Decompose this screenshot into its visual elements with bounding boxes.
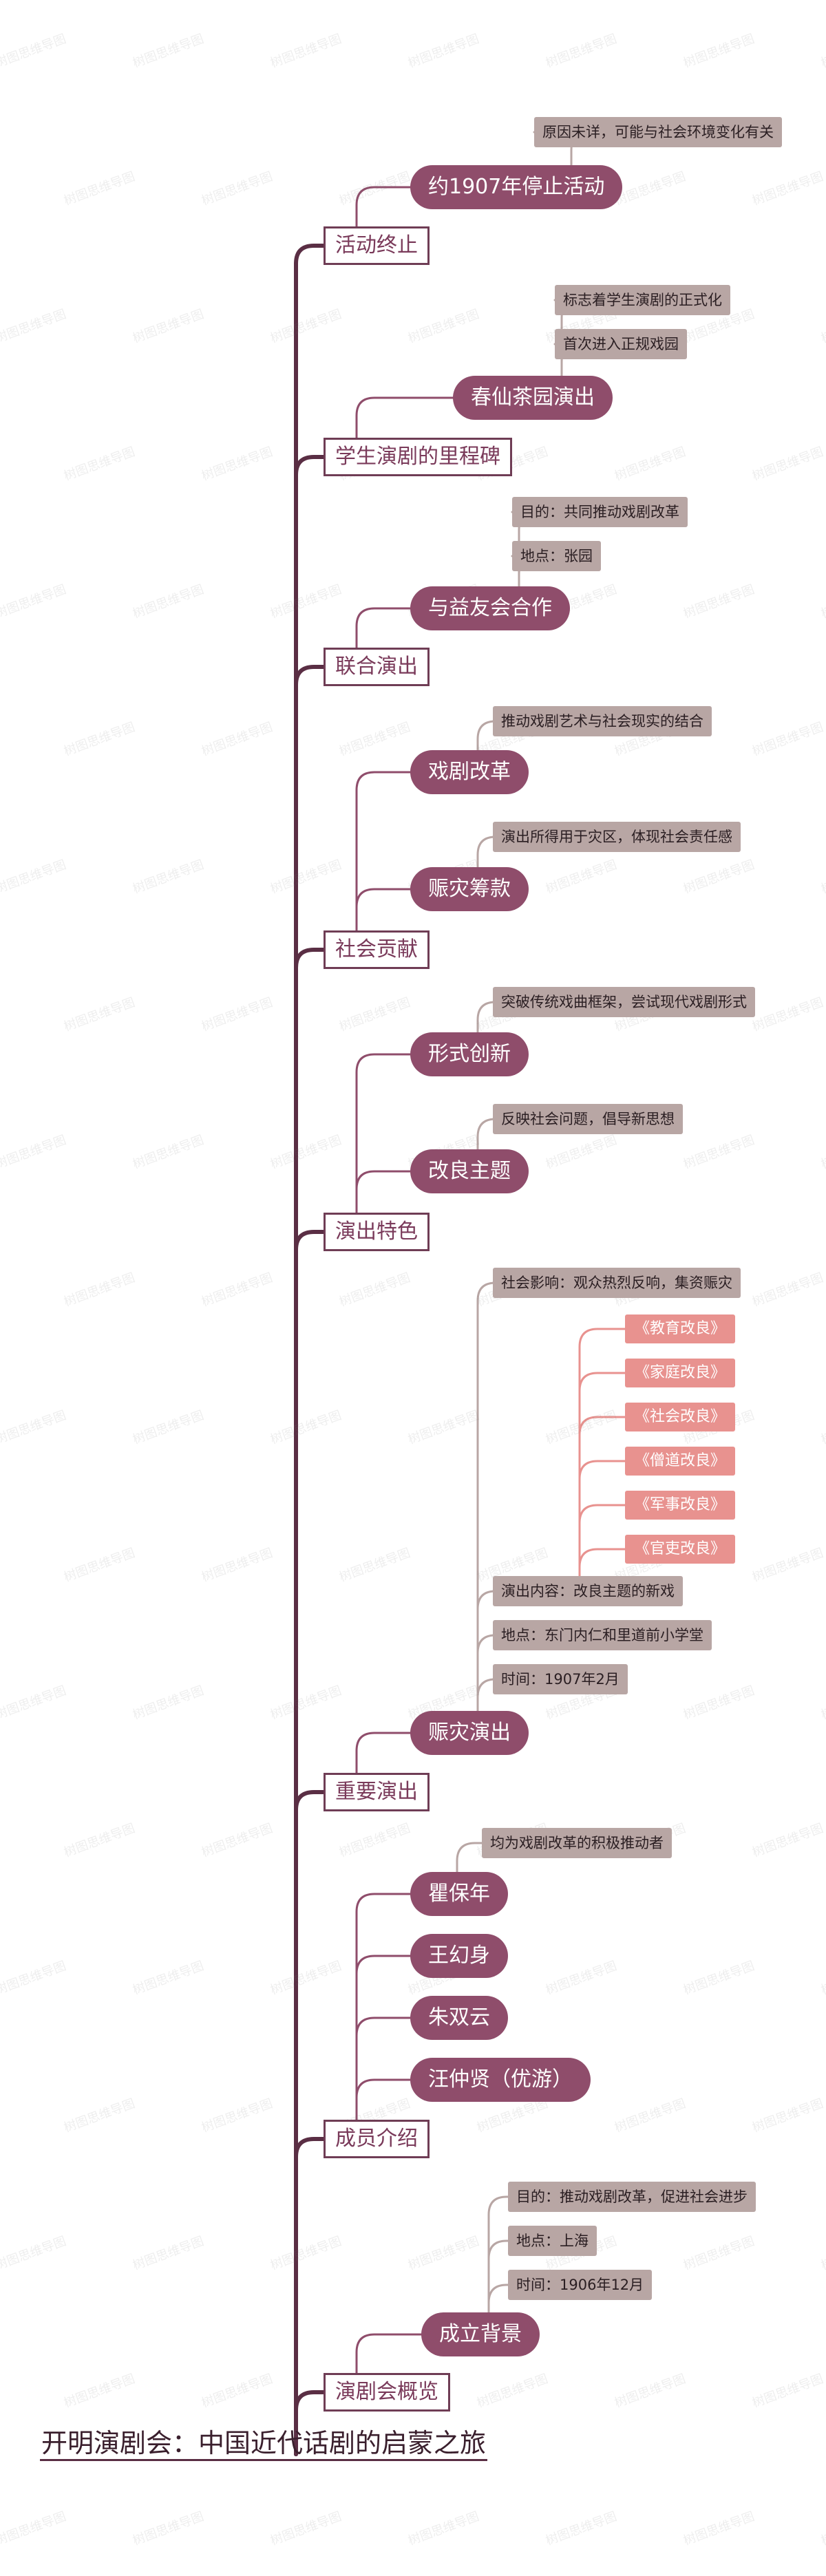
topic-form-innovation[interactable]: 形式创新 xyxy=(410,1032,529,1076)
detail-joint-purpose: 目的：共同推动戏剧改革 xyxy=(512,497,688,527)
detail-founding-location: 地点：上海 xyxy=(508,2226,597,2256)
member-wang-huanshen[interactable]: 王幻身 xyxy=(410,1934,508,1978)
detail-relief-location: 地点：东门内仁和里道前小学堂 xyxy=(493,1620,712,1650)
detail-art-reality: 推动戏剧艺术与社会现实的结合 xyxy=(493,706,712,736)
play-society-reform: 《社会改良》 xyxy=(625,1403,736,1431)
play-link xyxy=(578,1504,626,1577)
trunk-link xyxy=(294,1790,326,2456)
detail-link xyxy=(487,2284,509,2314)
play-official-reform: 《官吏改良》 xyxy=(625,1535,736,1564)
member-wang-zhongxian[interactable]: 汪仲贤（优游） xyxy=(410,2058,591,2102)
trunk-link xyxy=(294,244,326,2456)
branch-link xyxy=(355,1955,413,2121)
topic-yiyou-cooperation[interactable]: 与益友会合作 xyxy=(410,586,570,630)
branch-link xyxy=(355,396,456,439)
branch-link xyxy=(355,186,413,228)
branch-link xyxy=(355,2016,413,2121)
detail-joint-location: 地点：张园 xyxy=(512,541,601,571)
branch-link xyxy=(355,1170,413,1214)
play-education-reform: 《教育改良》 xyxy=(625,1314,736,1343)
branch-link xyxy=(355,1732,413,1774)
branch-student-milestone[interactable]: 学生演剧的里程碑 xyxy=(324,438,512,476)
branch-link xyxy=(355,2333,424,2374)
trunk-link xyxy=(294,2390,326,2456)
topic-reform-theme[interactable]: 改良主题 xyxy=(410,1149,529,1193)
root-title: 开明演剧会：中国近代话剧的启蒙之旅 xyxy=(40,2425,488,2461)
detail-members-promoters: 均为戏剧改革的积极推动者 xyxy=(482,1828,672,1858)
topic-stop-1907[interactable]: 约1907年停止活动 xyxy=(410,165,623,209)
detail-formalization: 标志着学生演剧的正式化 xyxy=(555,285,730,315)
branch-social-contribution[interactable]: 社会贡献 xyxy=(324,930,430,969)
branch-performance-features[interactable]: 演出特色 xyxy=(324,1213,430,1251)
trunk-link xyxy=(294,1230,326,2456)
topic-founding-background[interactable]: 成立背景 xyxy=(421,2312,540,2356)
trunk-link xyxy=(294,948,326,2456)
play-link xyxy=(578,1548,626,1577)
play-family-reform: 《家庭改良》 xyxy=(625,1359,736,1387)
play-link xyxy=(578,1328,626,1577)
branch-link xyxy=(355,607,413,649)
play-link xyxy=(578,1416,626,1577)
topic-chunxian-performance[interactable]: 春仙茶园演出 xyxy=(453,376,613,420)
trunk-link xyxy=(294,2137,326,2456)
branch-link xyxy=(355,1893,413,2121)
trunk-link xyxy=(294,455,326,2456)
branch-link xyxy=(355,2078,413,2121)
branch-link xyxy=(355,771,413,932)
detail-link xyxy=(487,2195,509,2314)
trunk-link xyxy=(294,665,326,2456)
branch-major-performance[interactable]: 重要演出 xyxy=(324,1773,430,1811)
detail-relief-time: 时间：1907年2月 xyxy=(493,1664,628,1694)
detail-founding-purpose: 目的：推动戏剧改革，促进社会进步 xyxy=(508,2182,756,2212)
detail-link xyxy=(456,1842,483,1873)
member-qu-baonian[interactable]: 瞿保年 xyxy=(410,1872,508,1916)
play-link xyxy=(578,1460,626,1577)
play-clergy-reform: 《僧道改良》 xyxy=(625,1447,736,1476)
detail-founding-time: 时间：1906年12月 xyxy=(508,2270,653,2300)
detail-social-issues: 反映社会问题，倡导新思想 xyxy=(493,1104,683,1134)
topic-relief-performance[interactable]: 赈灾演出 xyxy=(410,1711,529,1755)
detail-first-theater: 首次进入正规戏园 xyxy=(555,329,687,359)
branch-activity-end[interactable]: 活动终止 xyxy=(324,226,430,265)
detail-performance-content: 演出内容：改良主题的新戏 xyxy=(493,1576,683,1606)
play-link xyxy=(578,1372,626,1577)
branch-overview[interactable]: 演剧会概览 xyxy=(324,2373,450,2412)
branch-joint-performance[interactable]: 联合演出 xyxy=(324,648,430,686)
detail-link xyxy=(487,2239,509,2314)
detail-disaster-funds: 演出所得用于灾区，体现社会责任感 xyxy=(493,822,741,852)
detail-stop-reason: 原因未详，可能与社会环境变化有关 xyxy=(534,117,782,147)
detail-social-impact: 社会影响：观众热烈反响，集资赈灾 xyxy=(493,1268,741,1298)
branch-link xyxy=(355,1053,413,1214)
branch-link xyxy=(355,888,413,932)
topic-disaster-fundraising[interactable]: 赈灾筹款 xyxy=(410,867,529,911)
play-military-reform: 《军事改良》 xyxy=(625,1491,736,1520)
detail-modern-form: 突破传统戏曲框架，尝试现代戏剧形式 xyxy=(493,987,755,1017)
topic-drama-reform[interactable]: 戏剧改革 xyxy=(410,750,529,794)
branch-members[interactable]: 成员介绍 xyxy=(324,2120,430,2158)
member-zhu-shuangyun[interactable]: 朱双云 xyxy=(410,1996,508,2040)
